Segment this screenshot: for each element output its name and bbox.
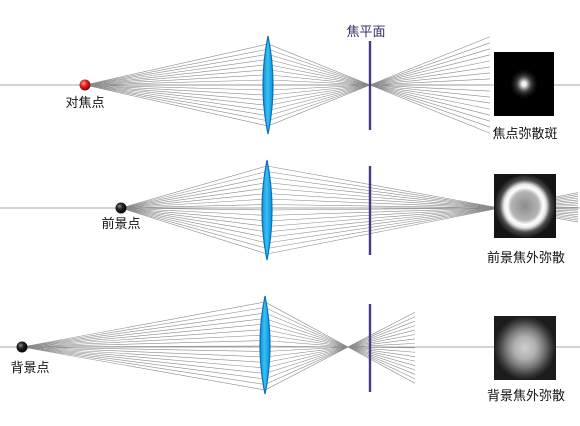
bright-ring-bokeh-icon <box>494 174 556 238</box>
foreground-bokeh-label: 前景焦外弥散 <box>487 250 565 266</box>
lens <box>262 35 274 135</box>
foreground-point-label: 前景点 <box>101 216 140 232</box>
light-ray <box>84 59 491 116</box>
background-point <box>16 341 28 353</box>
lens <box>261 159 273 261</box>
soft-disc-bokeh-icon <box>494 316 556 380</box>
background-point-label: 背景点 <box>10 361 49 376</box>
row-foreground: 前景点 前景焦外弥散 <box>0 159 580 266</box>
ray-fan <box>21 301 416 391</box>
light-ray <box>84 54 491 111</box>
in-focus-point-label: 对焦点 <box>65 96 104 111</box>
in-focus-spot-label: 焦点弥散斑 <box>492 126 557 142</box>
row-background: 背景点 背景焦外弥散 <box>0 295 580 404</box>
lens <box>259 295 271 395</box>
foreground-point <box>115 202 127 214</box>
ray-fan <box>84 36 491 134</box>
sharp-point-spot-icon <box>494 52 554 116</box>
in-focus-point <box>79 79 91 91</box>
background-bokeh-label: 背景焦外弥散 <box>487 388 565 404</box>
focal-plane-label: 焦平面 <box>346 25 385 40</box>
row-in-focus: 对焦点 焦点弥散斑 <box>0 35 580 142</box>
